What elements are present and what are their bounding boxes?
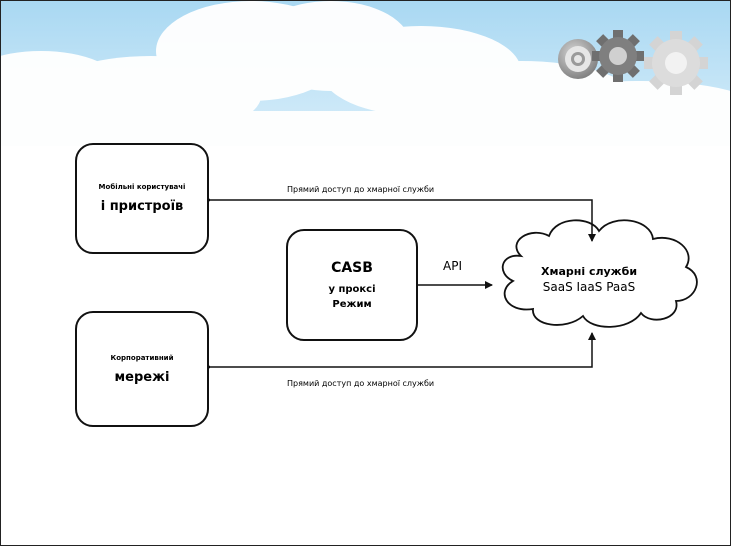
corporate-label: Корпоративний <box>110 353 174 362</box>
bottom-connector <box>204 332 596 371</box>
casb-node: CASB у проксі Режим <box>286 229 418 341</box>
gear-icon <box>592 30 644 82</box>
casb-proxy-label: у проксі <box>328 284 376 295</box>
mobile-devices-label: і пристроїв <box>100 199 184 214</box>
cloud-subtitle: SaaS IaaS PaaS <box>542 280 636 294</box>
cloud-title: Хмарні служби <box>540 265 638 278</box>
top-edge-label: Прямий доступ до хмарної служби <box>287 185 435 194</box>
casb-title: CASB <box>331 260 373 276</box>
mobile-users-node: Мобільні користувачі і пристроїв <box>75 143 209 254</box>
network-label: мережі <box>114 369 170 385</box>
mobile-users-label: Мобільні користувачі <box>98 183 186 191</box>
gear-icon <box>644 31 708 95</box>
bottom-edge-label: Прямий доступ до хмарної служби <box>287 379 435 388</box>
gear-icon <box>558 39 598 79</box>
cloud-services-node: Хмарні служби SaaS IaaS PaaS <box>494 265 684 294</box>
api-label: API <box>443 259 462 273</box>
corporate-network-node: Корпоративний мережі <box>75 311 209 427</box>
casb-mode-label: Режим <box>332 299 372 310</box>
top-connector <box>204 196 596 242</box>
sky-header <box>1 1 730 146</box>
header-clouds <box>1 1 730 146</box>
